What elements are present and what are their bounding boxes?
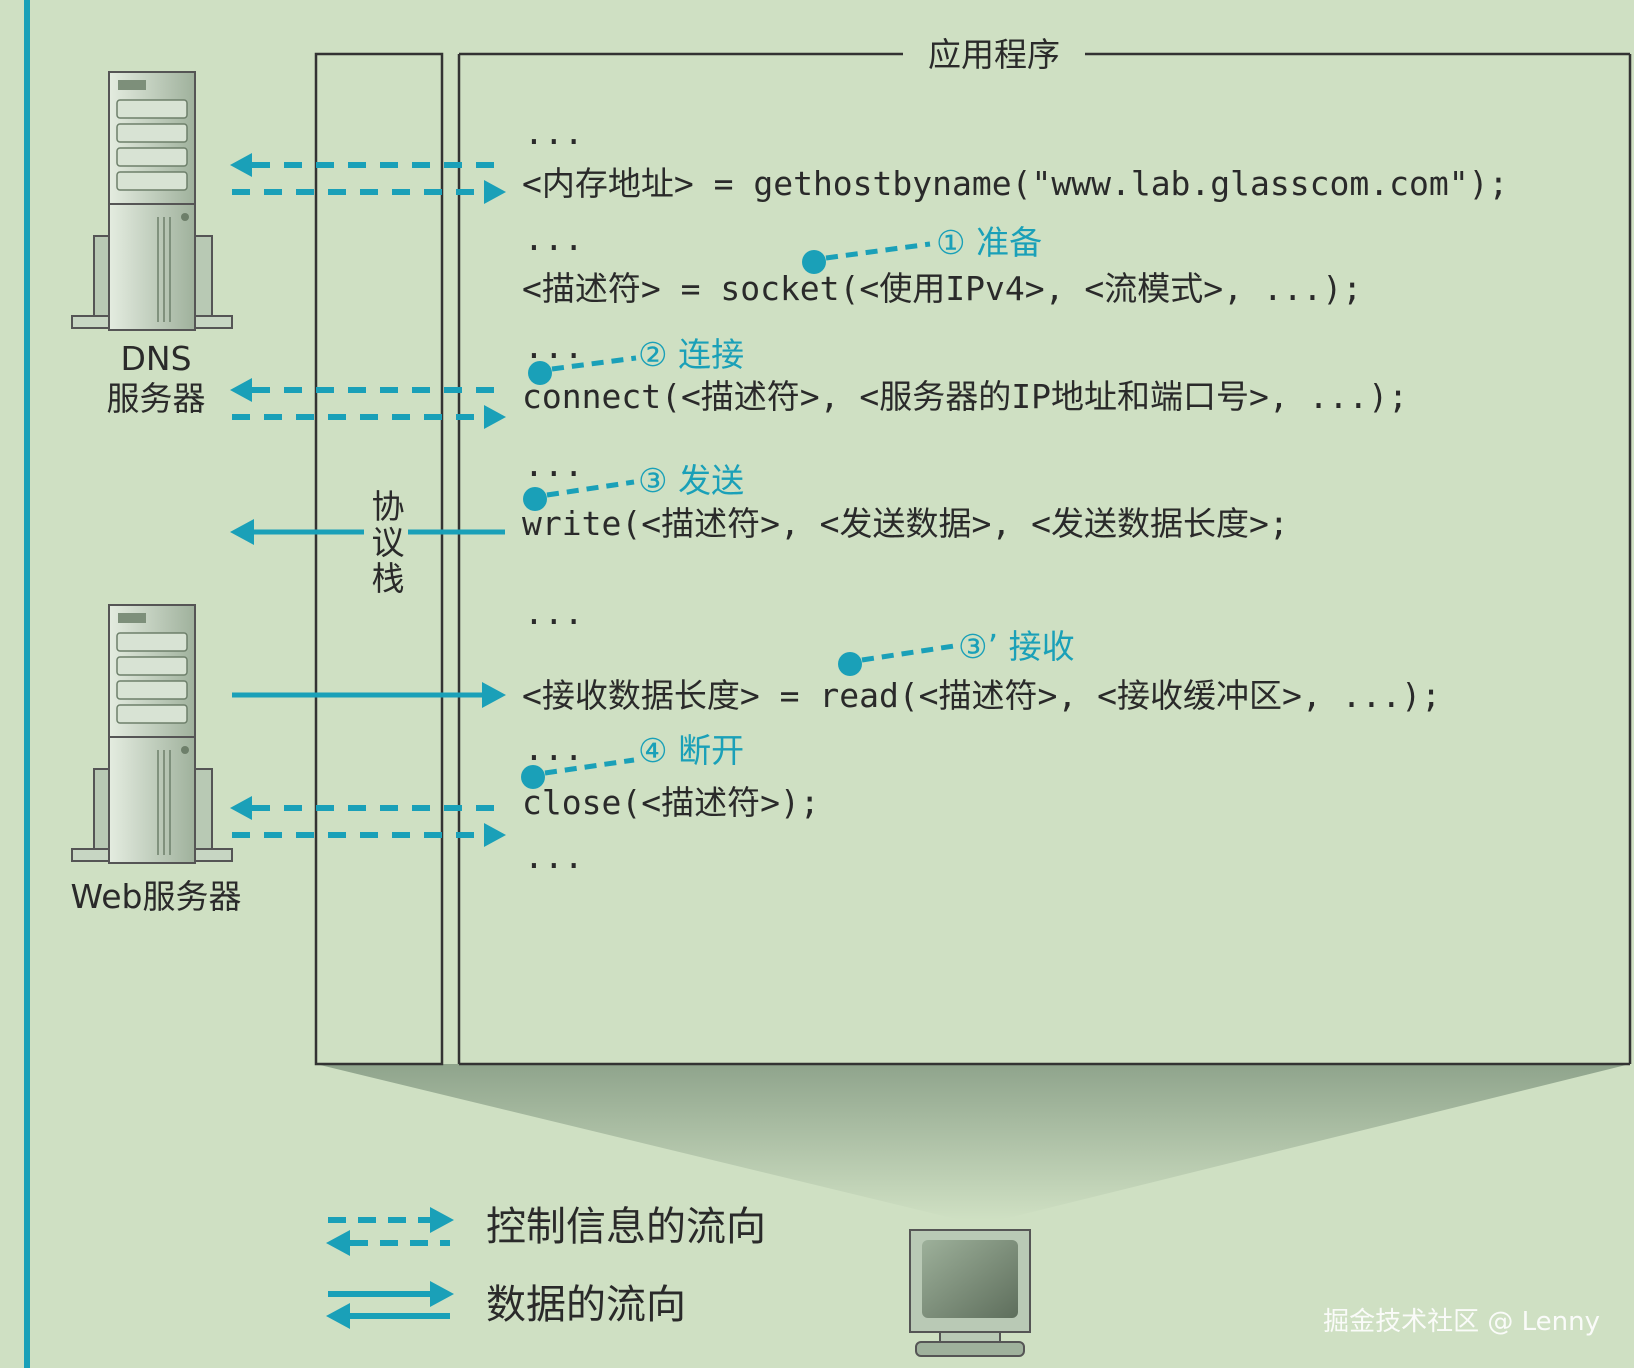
code-line-close: close(<描述符>); bbox=[522, 783, 820, 822]
left-accent-bar bbox=[24, 0, 30, 1368]
client-computer-icon bbox=[909, 1229, 1031, 1357]
code-line-3: ... bbox=[524, 219, 584, 258]
watermark: 掘金技术社区 @ Lenny bbox=[1323, 1307, 1600, 1337]
dns-server-label-1: DNS bbox=[120, 339, 191, 378]
funnel-shadow bbox=[316, 1064, 1630, 1220]
code-line-7: ... bbox=[524, 445, 584, 484]
step-receive-label: ③’ 接收 bbox=[958, 627, 1075, 666]
step-receive-callout bbox=[838, 643, 955, 676]
code-line-gethostbyname: <内存地址> = gethostbyname("www.lab.glasscom… bbox=[522, 164, 1508, 203]
code-line-read: <接收数据长度> = read(<描述符>, <接收缓冲区>, ...); bbox=[522, 676, 1441, 715]
read-data-arrow bbox=[232, 682, 506, 708]
code-line-9: ... bbox=[524, 593, 584, 632]
protocol-stack-char-1: 协 bbox=[372, 487, 405, 526]
code-line-socket: <描述符> = socket(<使用IPv4>, <流模式>, ...); bbox=[522, 269, 1362, 308]
code-line-1: ... bbox=[524, 113, 584, 152]
application-box bbox=[457, 52, 1632, 1066]
protocol-stack-box bbox=[314, 52, 444, 1066]
step-disconnect-callout bbox=[521, 757, 635, 789]
legend-data-label: 数据的流向 bbox=[486, 1282, 686, 1328]
step-send-callout bbox=[523, 479, 635, 511]
step-connect-label: ② 连接 bbox=[638, 335, 744, 374]
code-line-5: ... bbox=[524, 327, 584, 366]
step-connect-callout bbox=[528, 355, 637, 385]
dns-server-label-2: 服务器 bbox=[107, 379, 206, 418]
code-line-11: ... bbox=[524, 729, 584, 768]
step-disconnect-label: ④ 断开 bbox=[638, 731, 744, 770]
write-data-arrow bbox=[230, 519, 505, 545]
connect-control-arrows bbox=[230, 378, 506, 429]
legend-data-arrows bbox=[326, 1281, 454, 1329]
web-server-label: Web服务器 bbox=[71, 877, 242, 916]
protocol-stack-char-3: 栈 bbox=[372, 559, 405, 598]
dns-server-icon bbox=[71, 71, 233, 331]
code-line-13: ... bbox=[524, 837, 584, 876]
legend-control-label: 控制信息的流向 bbox=[486, 1204, 766, 1250]
legend-control-arrows bbox=[326, 1207, 454, 1256]
step-send-label: ③ 发送 bbox=[638, 461, 744, 500]
code-line-connect: connect(<描述符>, <服务器的IP地址和端口号>, ...); bbox=[522, 377, 1408, 416]
web-server-icon bbox=[71, 604, 233, 864]
protocol-stack-char-2: 议 bbox=[372, 523, 405, 562]
code-line-write: write(<描述符>, <发送数据>, <发送数据长度>; bbox=[522, 504, 1289, 543]
close-control-arrows bbox=[230, 796, 506, 847]
step-prepare-callout bbox=[802, 241, 931, 274]
step-prepare-label: ① 准备 bbox=[936, 223, 1042, 262]
application-title: 应用程序 bbox=[928, 35, 1060, 74]
dns-control-arrows-1 bbox=[230, 153, 506, 204]
